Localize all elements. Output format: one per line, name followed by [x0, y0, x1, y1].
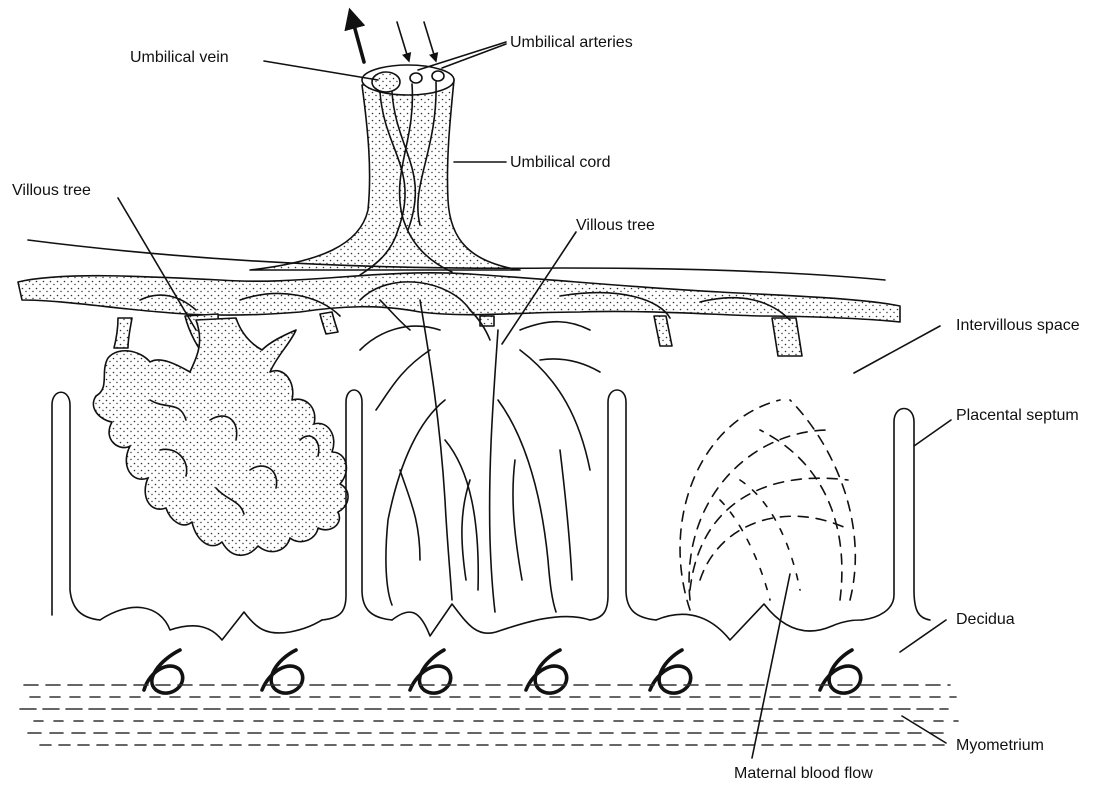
label-placental-septum: Placental septum: [956, 407, 1079, 424]
umbilical-cord: [250, 65, 520, 275]
artery-inflow-arrow: [424, 22, 435, 58]
label-maternal-blood-flow: Maternal blood flow: [734, 765, 873, 782]
decidua: [100, 604, 862, 640]
label-villous-tree-center: Villous tree: [576, 217, 655, 234]
blood-flow-arrows: [352, 18, 435, 62]
vein-outflow-arrow: [352, 18, 364, 62]
label-intervillous-space: Intervillous space: [956, 317, 1080, 334]
label-villous-tree-left: Villous tree: [12, 182, 91, 199]
placental-septum: [862, 409, 930, 621]
artery-inflow-arrow: [397, 22, 408, 58]
placental-septum: [590, 390, 656, 620]
label-umbilical-cord: Umbilical cord: [510, 154, 610, 171]
branching-villous-tree: [360, 300, 600, 612]
maternal-blood-jets: [680, 400, 855, 610]
label-umbilical-vein: Umbilical vein: [130, 49, 229, 66]
umbilical-vein-opening: [372, 72, 400, 92]
label-myometrium: Myometrium: [956, 737, 1044, 754]
stippled-villous-tree: [93, 318, 348, 555]
label-decidua: Decidua: [956, 611, 1015, 628]
umbilical-artery-opening: [432, 71, 444, 81]
placental-septum: [52, 392, 100, 620]
label-umbilical-arteries: Umbilical arteries: [510, 34, 633, 51]
umbilical-artery-opening: [410, 73, 422, 83]
spiral-arteries: [144, 650, 861, 693]
